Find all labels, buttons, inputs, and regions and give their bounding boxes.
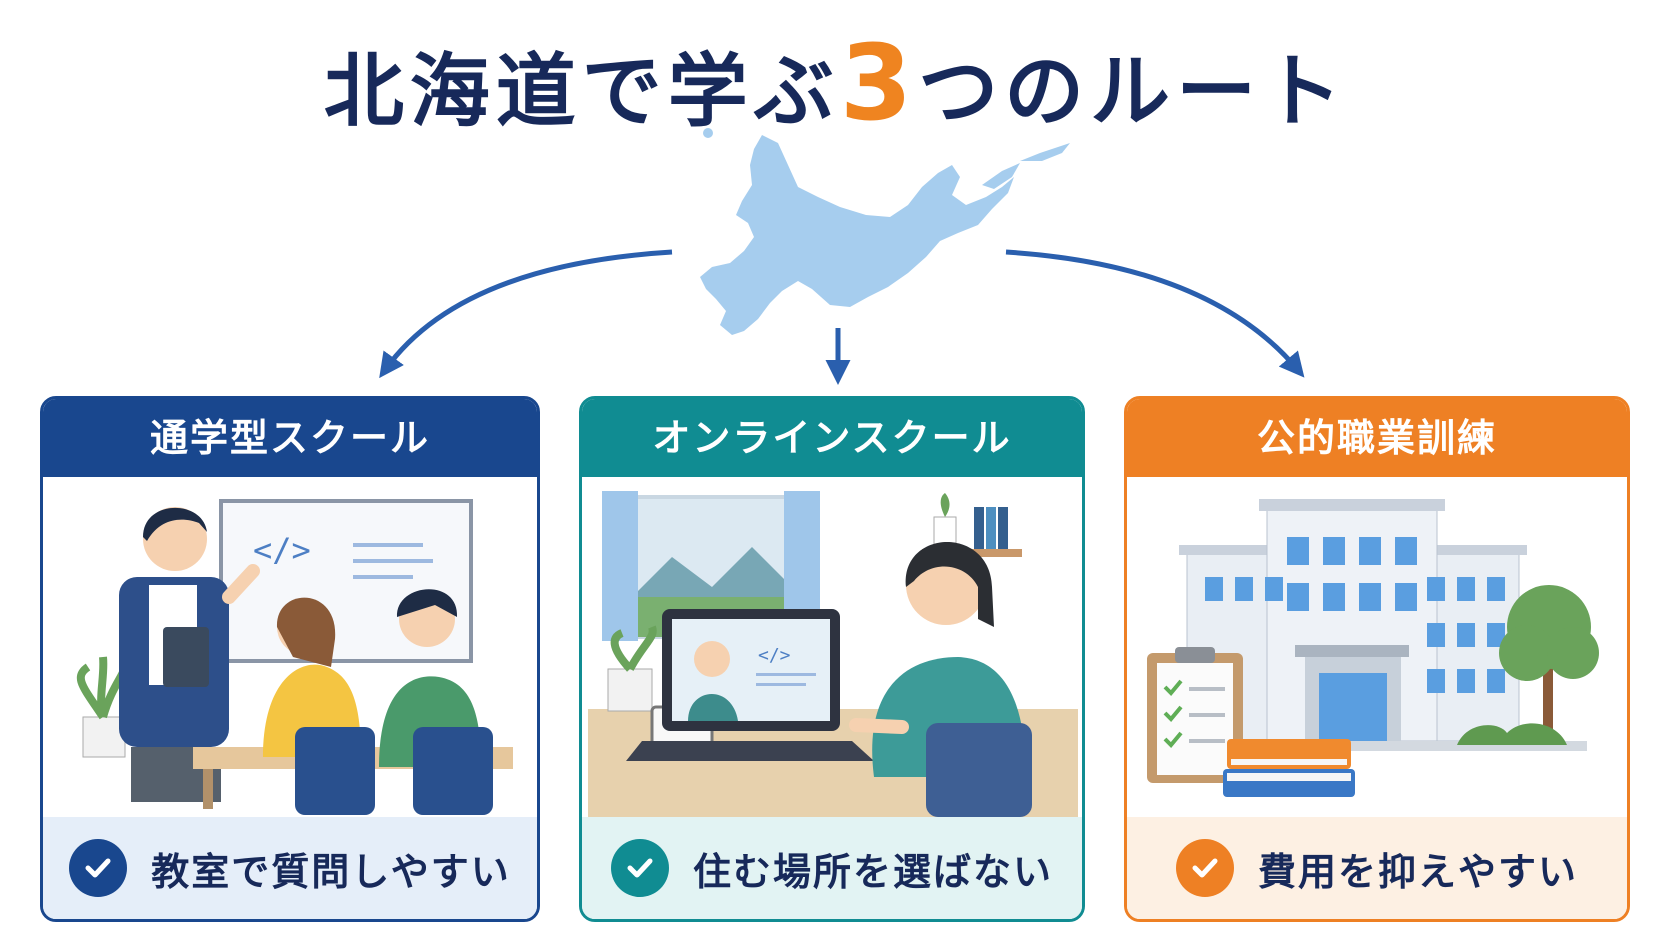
hokkaido-map-icon <box>700 128 1070 335</box>
route-arrows <box>379 249 1305 385</box>
card-title: 公的職業訓練 <box>1127 399 1627 477</box>
title-prefix: 北海道で学ぶ <box>323 45 840 138</box>
card-title: オンラインスクール <box>582 399 1082 477</box>
classroom-illustration: </> <box>76 499 513 815</box>
benefit-text: 費用を抑えやすい <box>1257 849 1578 894</box>
online-illustration: </> <box>588 491 1078 817</box>
card-benefit: 住む場所を選ばない <box>582 817 1082 919</box>
benefit-text: 教室で質問しやすい <box>151 849 511 894</box>
svg-text:</>: </> <box>758 645 791 666</box>
title-suffix: つのルート <box>918 45 1349 138</box>
benefit-text: 住む場所を選ばない <box>692 849 1053 894</box>
route-card-classroom: 通学型スクール </> 教室で質問しやすい <box>40 396 540 922</box>
card-benefit: 教室で質問しやすい <box>43 817 537 919</box>
title-number: 3 <box>839 22 919 144</box>
card-title: 通学型スクール <box>43 399 537 477</box>
check-icon <box>610 839 669 897</box>
arrow-right <box>1005 249 1305 378</box>
check-icon <box>69 839 128 897</box>
public-training-illustration <box>1147 499 1599 797</box>
page-title: 北海道で学ぶ3つのルート <box>0 28 1672 147</box>
route-card-online: オンラインスクール </> 住む場所を選ばない <box>579 396 1085 922</box>
route-card-public-training: 公的職業訓練 <box>1124 396 1630 922</box>
svg-text:</>: </> <box>253 531 311 569</box>
card-benefit: 費用を抑えやすい <box>1127 817 1627 919</box>
check-icon <box>1175 839 1234 897</box>
arrow-left <box>379 249 673 379</box>
